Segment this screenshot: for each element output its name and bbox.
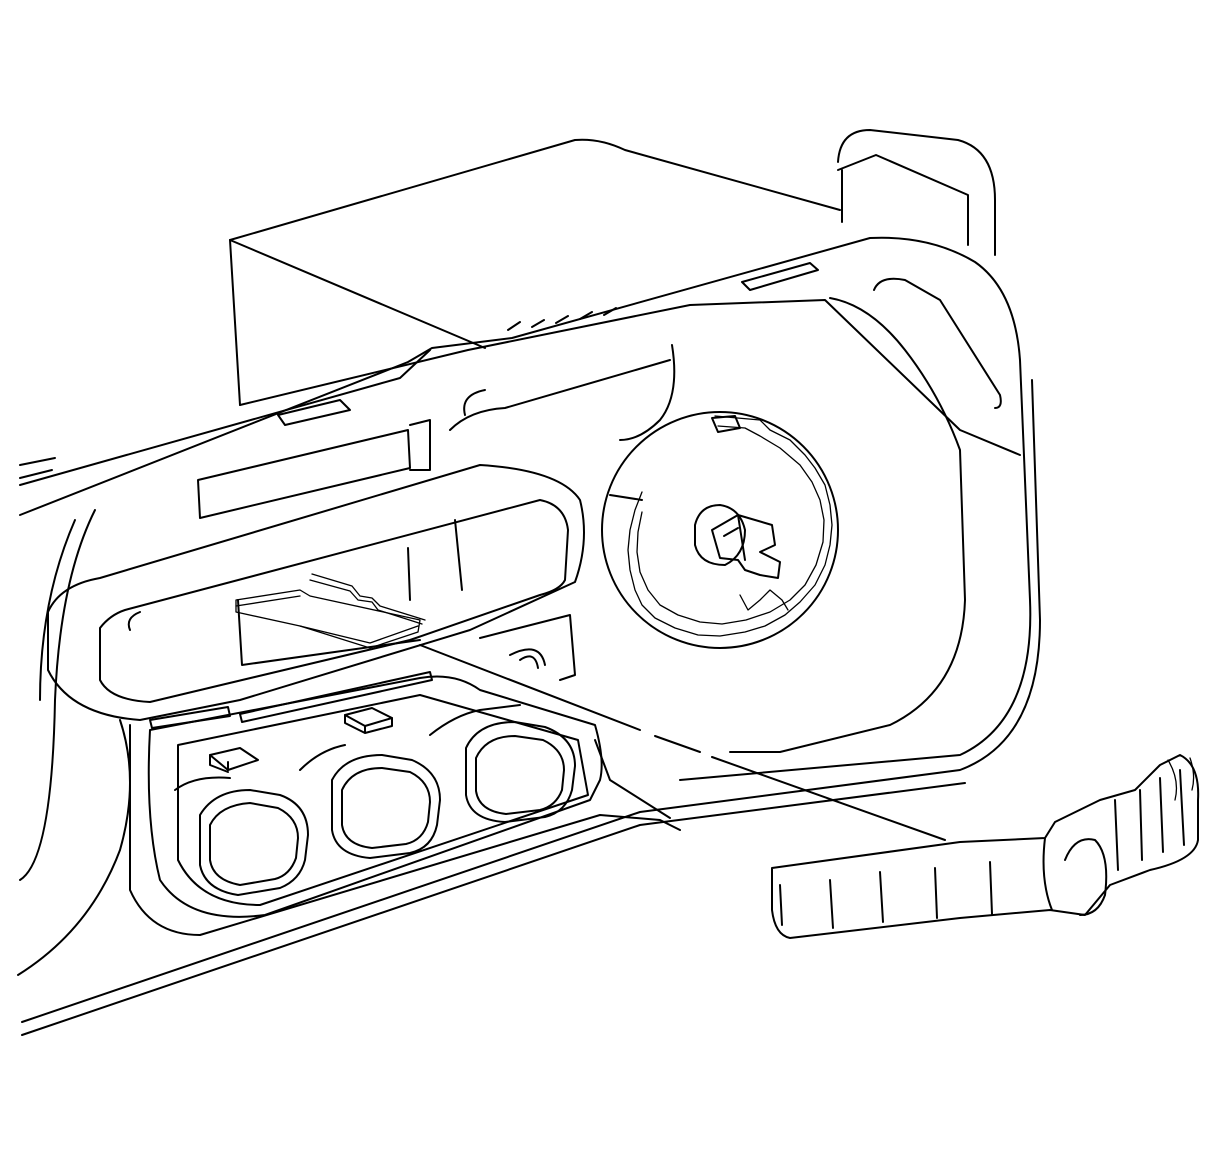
cluster-housing: [229, 129, 996, 406]
switch-knob-row: [129, 671, 681, 936]
instrument-panel-bezel: [17, 236, 1041, 1036]
heater-control-opening: [47, 344, 676, 721]
removal-guide-line: [419, 644, 946, 841]
knob-shaft: [694, 504, 789, 611]
rotary-knob-bezel: [601, 411, 839, 649]
removed-control-knob: [771, 754, 1200, 939]
